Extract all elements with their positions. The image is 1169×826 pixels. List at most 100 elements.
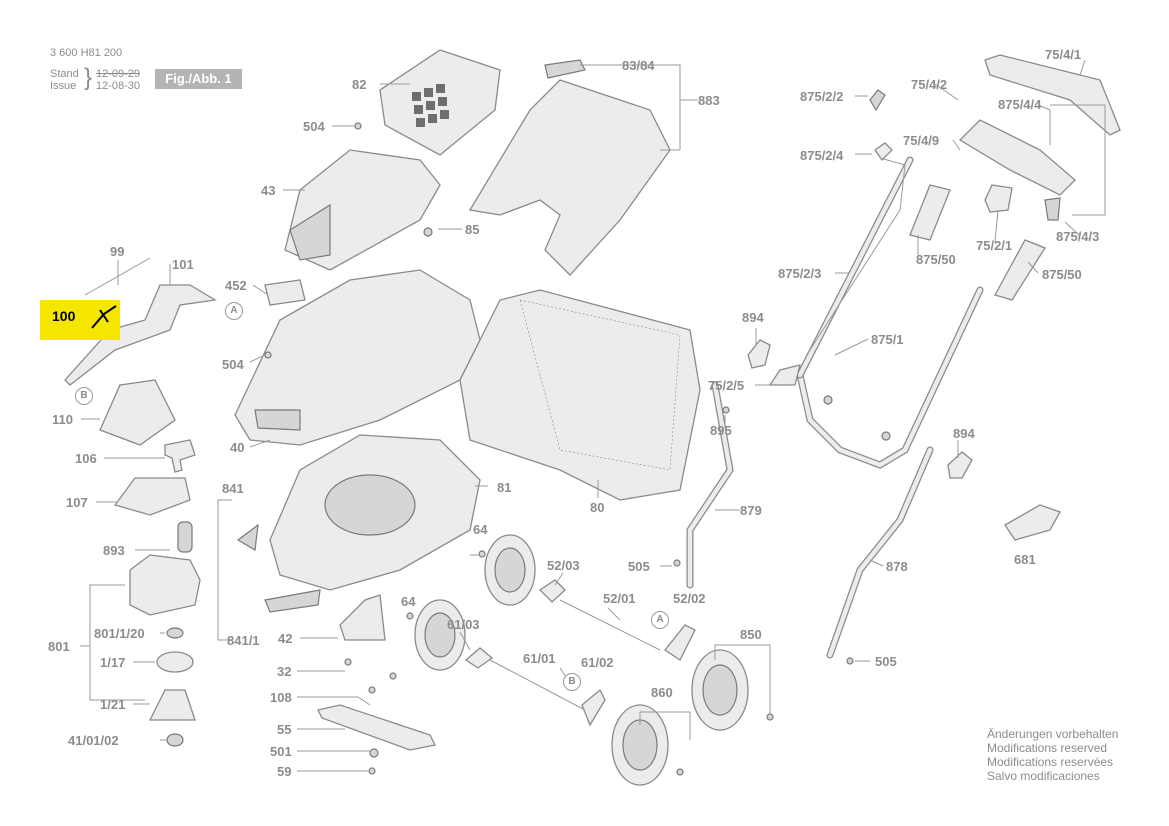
wheel-860 bbox=[611, 704, 669, 786]
part-101-lever bbox=[64, 284, 217, 386]
part-42 bbox=[339, 594, 386, 641]
callout-875-4-3[interactable]: 875/4/3 bbox=[1056, 229, 1100, 244]
callout-878[interactable]: 878 bbox=[886, 559, 908, 574]
callout-801-1-20[interactable]: 801/1/20 bbox=[94, 626, 145, 641]
part-875-50-grip-right bbox=[994, 239, 1046, 301]
callout-875-2-4[interactable]: 875/2/4 bbox=[800, 148, 844, 163]
callout-505-left[interactable]: 505 bbox=[628, 559, 650, 574]
part-75-2-1 bbox=[984, 184, 1013, 213]
callout-75-4-9[interactable]: 75/4/9 bbox=[903, 133, 940, 148]
callout-52-01[interactable]: 52/01 bbox=[603, 591, 636, 606]
wheel-rear-left bbox=[484, 534, 536, 606]
marker-b-right: B bbox=[563, 673, 581, 691]
callout-801[interactable]: 801 bbox=[48, 639, 70, 654]
callout-75-2-5[interactable]: 75/2/5 bbox=[708, 378, 745, 393]
callout-1-21[interactable]: 1/21 bbox=[100, 697, 126, 712]
callout-505-right[interactable]: 505 bbox=[875, 654, 897, 669]
callout-893[interactable]: 893 bbox=[103, 543, 125, 558]
part-875-50-grip-left bbox=[909, 184, 951, 241]
callout-32[interactable]: 32 bbox=[277, 664, 292, 679]
callout-80[interactable]: 80 bbox=[590, 500, 605, 515]
callout-894-right[interactable]: 894 bbox=[953, 426, 975, 441]
callout-841-1[interactable]: 841/1 bbox=[227, 633, 260, 648]
callout-55[interactable]: 55 bbox=[277, 722, 292, 737]
callout-875-2-3[interactable]: 875/2/3 bbox=[778, 266, 822, 281]
callout-108[interactable]: 108 bbox=[270, 690, 292, 705]
stand-date: 12-09-29 bbox=[96, 68, 141, 80]
part-894-clamp-a bbox=[747, 339, 771, 369]
callout-452[interactable]: 452 bbox=[225, 278, 247, 293]
callout-75-4-1[interactable]: 75/4/1 bbox=[1045, 47, 1082, 62]
callout-860[interactable]: 860 bbox=[651, 685, 673, 700]
callout-107[interactable]: 107 bbox=[66, 495, 88, 510]
callout-59[interactable]: 59 bbox=[277, 764, 292, 779]
callout-106[interactable]: 106 bbox=[75, 451, 97, 466]
callout-501[interactable]: 501 bbox=[270, 744, 292, 759]
issue-date: 12-08-30 bbox=[96, 80, 141, 92]
callout-1-17[interactable]: 1/17 bbox=[100, 655, 126, 670]
marker-b-left: B bbox=[75, 387, 93, 405]
part-55-blade bbox=[317, 704, 436, 751]
leader-lines bbox=[80, 59, 1106, 772]
callout-883[interactable]: 883 bbox=[698, 93, 720, 108]
callout-40[interactable]: 40 bbox=[230, 440, 245, 455]
part-801-motor bbox=[129, 554, 201, 616]
callout-61-02[interactable]: 61/02 bbox=[581, 655, 614, 670]
callout-101[interactable]: 101 bbox=[172, 257, 194, 272]
callout-42[interactable]: 42 bbox=[278, 631, 293, 646]
part-80-grass-box bbox=[459, 289, 701, 501]
callout-110[interactable]: 110 bbox=[52, 412, 73, 427]
part-106-switch bbox=[164, 439, 196, 473]
part-1-21-belt bbox=[148, 689, 196, 721]
callout-681[interactable]: 681 bbox=[1014, 552, 1036, 567]
part-893-clamp bbox=[177, 521, 193, 553]
callout-41-01-02[interactable]: 41/01/02 bbox=[68, 733, 119, 748]
part-82-grid bbox=[412, 84, 449, 127]
part-875-4-4 bbox=[958, 119, 1076, 196]
figure-label: Fig./Abb. 1 bbox=[155, 69, 242, 89]
callout-875-2-2[interactable]: 875/2/2 bbox=[800, 89, 844, 104]
part-879-lower-handle bbox=[686, 381, 734, 589]
callout-99[interactable]: 99 bbox=[110, 244, 125, 259]
callout-895[interactable]: 895 bbox=[710, 423, 732, 438]
marker-a-left: A bbox=[225, 302, 243, 320]
callout-82[interactable]: 82 bbox=[352, 77, 367, 92]
callout-52-02[interactable]: 52/02 bbox=[673, 591, 706, 606]
wheel-front-left bbox=[414, 599, 466, 671]
issue-label: Issue bbox=[50, 80, 77, 92]
callout-61-01[interactable]: 61/01 bbox=[523, 651, 556, 666]
highlighted-part-label[interactable]: 100 bbox=[52, 308, 76, 324]
note-en: Modifications reserved bbox=[987, 741, 1108, 755]
part-110-cover bbox=[99, 379, 176, 446]
callout-875-1[interactable]: 875/1 bbox=[871, 332, 904, 347]
marker-a-right: A bbox=[651, 611, 669, 629]
callout-879[interactable]: 879 bbox=[740, 503, 762, 518]
note-de: Änderungen vorbehalten bbox=[987, 727, 1119, 741]
callout-841[interactable]: 841 bbox=[222, 481, 244, 496]
small-screws bbox=[264, 122, 891, 776]
callout-504-mid[interactable]: 504 bbox=[222, 357, 244, 372]
part-681-clip bbox=[1004, 504, 1061, 541]
callout-81[interactable]: 81 bbox=[497, 480, 512, 495]
callout-75-4-2[interactable]: 75/4/2 bbox=[911, 77, 948, 92]
callout-43[interactable]: 43 bbox=[261, 183, 276, 198]
callout-61-03[interactable]: 61/03 bbox=[447, 617, 480, 632]
callout-504-top[interactable]: 504 bbox=[303, 119, 325, 134]
wheel-850 bbox=[691, 649, 749, 731]
callout-894-left[interactable]: 894 bbox=[742, 310, 764, 325]
callout-875-50-right[interactable]: 875/50 bbox=[1042, 267, 1082, 282]
doc-number: 3 600 H81 200 bbox=[50, 47, 123, 59]
callout-850[interactable]: 850 bbox=[740, 627, 762, 642]
callout-83-84[interactable]: 83/84 bbox=[622, 58, 655, 73]
callout-64-lower[interactable]: 64 bbox=[401, 594, 416, 609]
callout-64-upper[interactable]: 64 bbox=[473, 522, 488, 537]
callout-75-2-1[interactable]: 75/2/1 bbox=[976, 238, 1013, 253]
stand-label: Stand bbox=[50, 68, 79, 80]
part-894-clamp-b bbox=[947, 451, 973, 479]
note-es: Salvo modificaciones bbox=[987, 769, 1100, 783]
callout-85[interactable]: 85 bbox=[465, 222, 480, 237]
callout-52-03[interactable]: 52/03 bbox=[547, 558, 580, 573]
callout-875-50-left[interactable]: 875/50 bbox=[916, 252, 956, 267]
callout-875-4-4[interactable]: 875/4/4 bbox=[998, 97, 1042, 112]
